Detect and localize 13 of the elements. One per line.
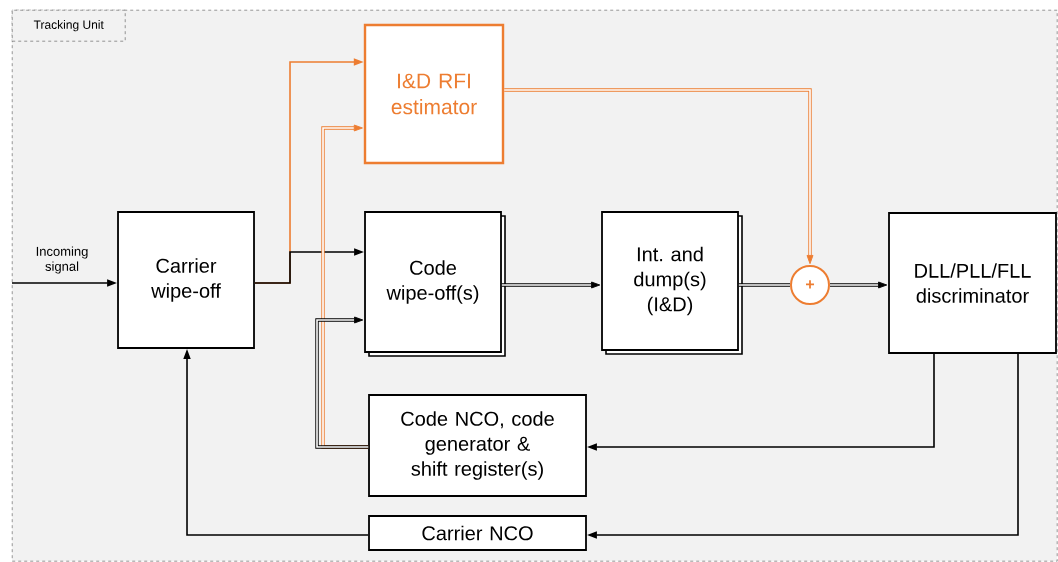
summing-junction: +: [790, 265, 830, 305]
process-box: Code NCO, code generator & shift register(s): [368, 394, 587, 497]
arrow: [503, 88, 814, 265]
process-box: Carrier wipe-off: [117, 211, 255, 349]
process-box: DLL/PLL/FLL discriminator: [888, 212, 1057, 354]
process-box: I&D RFI estimator: [363, 23, 505, 165]
process-box: Carrier NCO: [368, 515, 587, 551]
arrow: [501, 281, 601, 289]
stacked-process-box: Int. and dump(s) (I&D): [601, 211, 743, 355]
stacked-process-box: Code wipe-off(s): [364, 211, 506, 357]
arrow: [315, 316, 369, 449]
edge-label: Incoming signal: [36, 246, 88, 274]
arrow: [829, 281, 888, 289]
